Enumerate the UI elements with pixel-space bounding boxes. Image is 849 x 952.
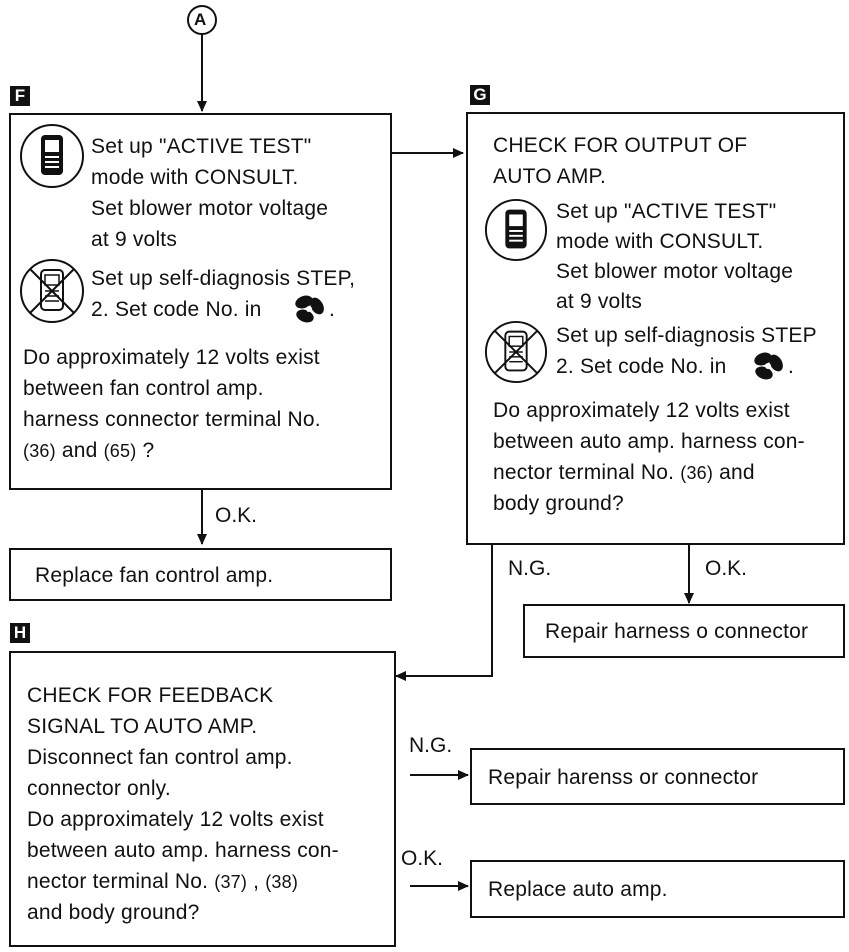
terminal-65-badge: (65) [103, 441, 137, 461]
f-question-line-3: harness connector terminal No. [23, 408, 321, 431]
h-line-3: Do approximately 12 volts exist [27, 808, 324, 831]
terminal-38-badge: (38) [265, 872, 299, 892]
repair-harenss-text: Repair harenss or connector [488, 766, 759, 789]
consult-tester-icon [484, 198, 548, 262]
fan-icon [754, 352, 783, 380]
h-line-5: nector terminal No. (37) , (38) [27, 870, 299, 893]
replace-auto-amp-box: Replace auto amp. [470, 860, 845, 918]
replace-fan-amp-box: Replace fan control amp. [9, 548, 392, 601]
g-selfdiag-line-1: Set up self-diagnosis STEP [556, 324, 817, 347]
h-ng-label: N.G. [409, 734, 453, 757]
h-line-2: connector only. [27, 777, 171, 800]
terminal-36-badge: (36) [23, 441, 56, 461]
g-consult-line-3: Set blower motor voltage [556, 260, 794, 283]
g-consult-line-4: at 9 volts [556, 290, 643, 313]
repair-harness-text: Repair harness o connector [545, 620, 809, 643]
terminal-36-badge: (36) [680, 463, 714, 483]
fan-icon [295, 295, 324, 323]
g-question-line-2: between auto amp. harness con- [493, 430, 805, 453]
f-question-line-1: Do approximately 12 volts exist [23, 346, 320, 369]
h-title-line-1: CHECK FOR FEEDBACK [27, 684, 274, 707]
step-f-marker: F [10, 86, 30, 106]
f-question-line-4: (36) and (65) ? [23, 439, 155, 462]
terminal-37-badge: (37) [214, 872, 248, 892]
g-question-line-4: body ground? [493, 492, 624, 515]
step-f-box: Set up "ACTIVE TEST" mode with CONSULT. … [9, 113, 392, 490]
f-consult-line-4: at 9 volts [91, 228, 178, 251]
f-question-line-2: between fan control amp. [23, 377, 264, 400]
replace-auto-amp-text: Replace auto amp. [488, 878, 668, 901]
g-title-line-2: AUTO AMP. [493, 165, 607, 188]
repair-harness-box: Repair harness o connector [523, 604, 845, 658]
no-consult-icon [484, 320, 548, 384]
g-title-line-1: CHECK FOR OUTPUT OF [493, 134, 748, 157]
f-selfdiag-line-1: Set up self-diagnosis STEP, [91, 267, 356, 290]
f-selfdiag-line-2: 2. Set code No. in [91, 298, 262, 321]
h-title-line-2: SIGNAL TO AUTO AMP. [27, 715, 258, 738]
g-consult-line-1: Set up "ACTIVE TEST" [556, 200, 777, 223]
step-g-marker: G [470, 85, 490, 105]
h-ok-label: O.K. [401, 847, 444, 870]
g-consult-line-2: mode with CONSULT. [556, 230, 764, 253]
f-consult-line-1: Set up "ACTIVE TEST" [91, 135, 312, 158]
arrow-g-ng [395, 545, 493, 681]
f-consult-line-2: mode with CONSULT. [91, 166, 299, 189]
g-ng-label: N.G. [508, 557, 552, 580]
f-ok-label: O.K. [215, 504, 258, 527]
f-consult-line-3: Set blower motor voltage [91, 197, 329, 220]
h-line-4: between auto amp. harness con- [27, 839, 339, 862]
repair-harenss-box: Repair harenss or connector [470, 748, 845, 805]
g-question-line-1: Do approximately 12 volts exist [493, 399, 790, 422]
h-line-1: Disconnect fan control amp. [27, 746, 293, 769]
replace-fan-amp-text: Replace fan control amp. [35, 564, 274, 587]
g-ok-label: O.K. [705, 557, 748, 580]
g-question-line-3: nector terminal No. (36) and [493, 461, 755, 484]
step-h-box: CHECK FOR FEEDBACK SIGNAL TO AUTO AMP. D… [9, 651, 396, 947]
no-consult-icon [20, 259, 84, 323]
h-line-6: and body ground? [27, 901, 200, 924]
step-g-box: CHECK FOR OUTPUT OF AUTO AMP. Set up "AC… [466, 112, 845, 545]
step-h-marker: H [10, 623, 30, 643]
g-selfdiag-line-2: 2. Set code No. in [556, 355, 727, 378]
consult-tester-icon [20, 124, 84, 188]
connector-a-label: A [194, 10, 207, 29]
